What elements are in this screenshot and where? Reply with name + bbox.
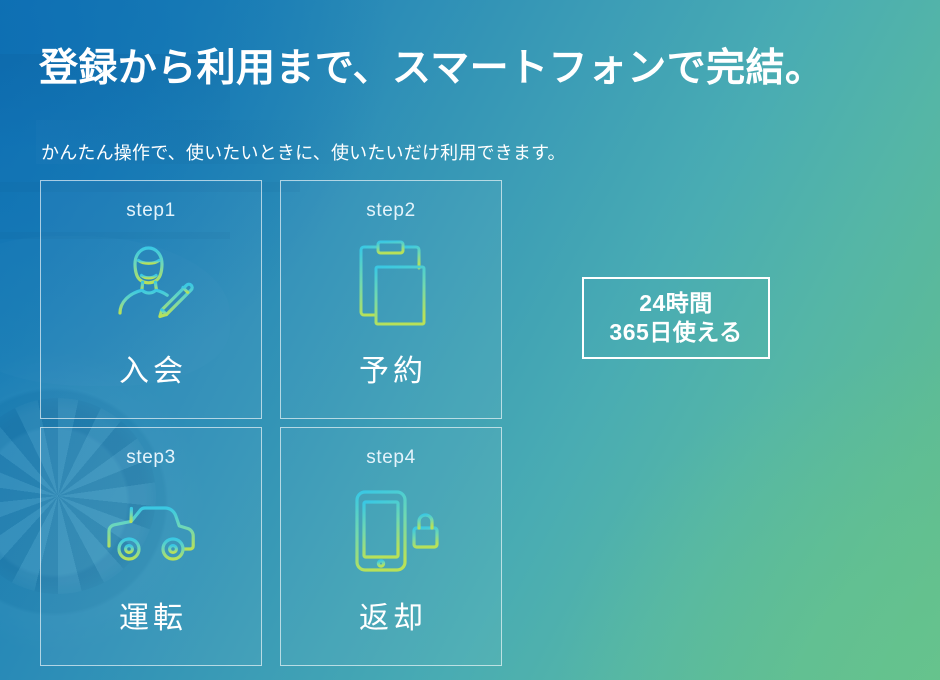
smartphone-lock-icon (281, 469, 501, 593)
step-name-label: 入会 (119, 355, 187, 388)
step-name-label: 返却 (359, 602, 427, 635)
badge-line-1: 24時間 (639, 289, 713, 316)
page-subtitle: かんたん操作で、使いたいときに、使いたいだけ利用できます。 (41, 143, 566, 163)
step-number-label: step4 (366, 447, 416, 468)
badge-line-2: 365日使える (609, 319, 743, 345)
step-number-label: step1 (126, 200, 176, 221)
step-name-label: 予約 (359, 355, 427, 388)
person-with-pencil-icon (41, 222, 261, 346)
page-title: 登録から利用まで、スマートフォンで完結。 (39, 47, 825, 91)
step-card-4[interactable]: step4 返却 (280, 427, 502, 666)
step-number-label: step3 (126, 447, 176, 468)
step-card-3[interactable]: step3 運転 (40, 427, 262, 666)
clipboard-document-icon (281, 222, 501, 346)
step-number-label: step2 (366, 200, 416, 221)
step-card-1[interactable]: step1 入会 (40, 180, 262, 419)
availability-badge: 24時間 365日使える (582, 277, 770, 359)
car-icon (41, 469, 261, 593)
steps-grid: step1 入会 step2 (40, 180, 502, 666)
step-card-2[interactable]: step2 予約 (280, 180, 502, 419)
step-name-label: 運転 (119, 602, 187, 635)
